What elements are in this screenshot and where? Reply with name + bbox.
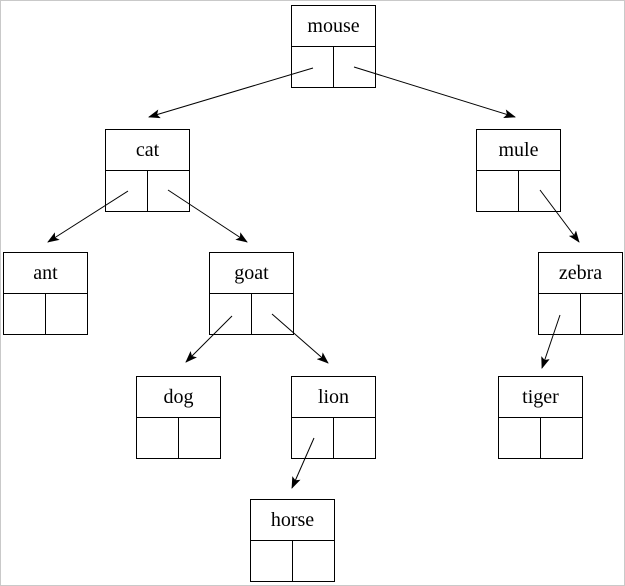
node-label: mouse [292,6,375,47]
node-label: goat [210,253,293,294]
pointer-row [477,171,560,211]
tree-node-dog: dog [136,376,221,459]
node-label: zebra [539,253,622,294]
pointer-row [4,294,87,334]
left-pointer-cell [137,418,179,458]
node-label: tiger [499,377,582,418]
right-pointer-cell [334,418,375,458]
node-label: lion [292,377,375,418]
tree-node-mouse: mouse [291,5,376,88]
right-pointer-cell [148,171,189,211]
tree-node-cat: cat [105,129,190,212]
pointer-row [539,294,622,334]
pointer-row [292,47,375,87]
node-label: ant [4,253,87,294]
right-pointer-cell [46,294,87,334]
node-label: dog [137,377,220,418]
pointer-row [499,418,582,458]
left-pointer-cell [292,47,334,87]
right-pointer-cell [581,294,622,334]
node-label: cat [106,130,189,171]
left-pointer-cell [477,171,519,211]
left-pointer-cell [210,294,252,334]
left-pointer-cell [106,171,148,211]
tree-node-tiger: tiger [498,376,583,459]
tree-node-mule: mule [476,129,561,212]
left-pointer-cell [251,541,293,581]
pointer-row [106,171,189,211]
tree-node-zebra: zebra [538,252,623,335]
tree-node-goat: goat [209,252,294,335]
tree-node-ant: ant [3,252,88,335]
pointer-row [251,541,334,581]
pointer-row [210,294,293,334]
right-pointer-cell [179,418,220,458]
left-pointer-cell [539,294,581,334]
left-pointer-cell [499,418,541,458]
node-label: mule [477,130,560,171]
right-pointer-cell [252,294,293,334]
tree-node-horse: horse [250,499,335,582]
right-pointer-cell [541,418,582,458]
right-pointer-cell [334,47,375,87]
right-pointer-cell [293,541,334,581]
left-pointer-cell [4,294,46,334]
pointer-row [292,418,375,458]
tree-node-lion: lion [291,376,376,459]
right-pointer-cell [519,171,560,211]
left-pointer-cell [292,418,334,458]
node-label: horse [251,500,334,541]
pointer-row [137,418,220,458]
